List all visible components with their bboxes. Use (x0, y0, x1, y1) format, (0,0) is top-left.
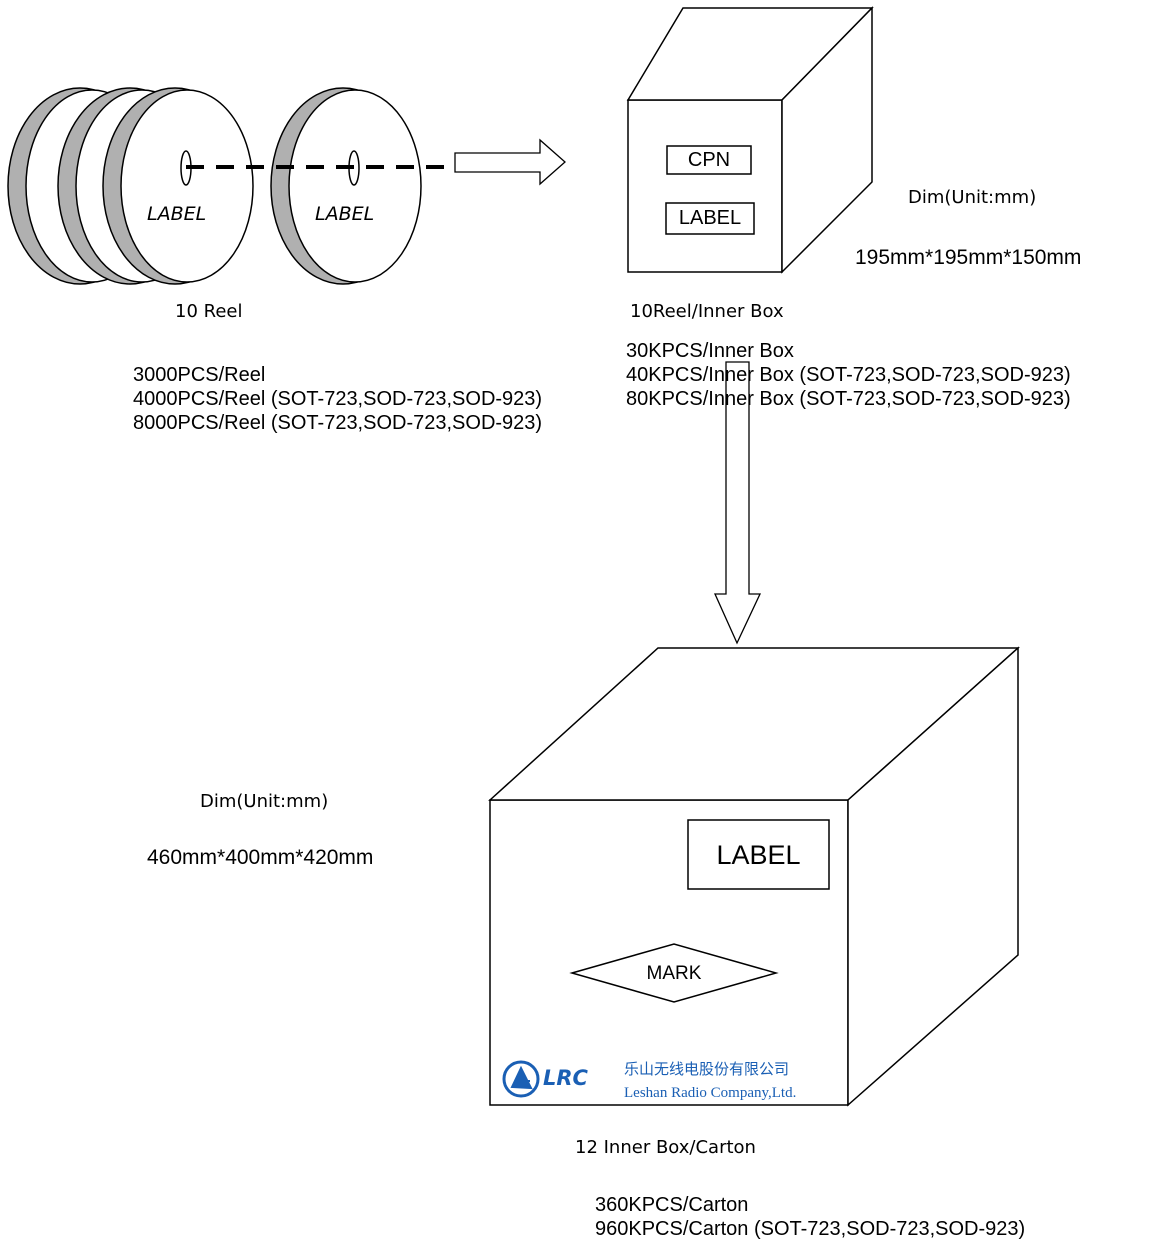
inner-box-count-caption: 10Reel/Inner Box (630, 301, 784, 322)
carton-side-face (847, 646, 1019, 1107)
lrc-logo-icon (502, 1060, 540, 1098)
carton-label-text: LABEL (716, 840, 801, 870)
inner-box-dim-caption: Dim(Unit:mm) (908, 187, 1037, 208)
carton-dimensions: 460mm*400mm*420mm (147, 846, 374, 869)
reel-pcs-list: 3000PCS/Reel 4000PCS/Reel (SOT-723,SOD-7… (133, 363, 542, 435)
company-name-en: Leshan Radio Company,Ltd. (624, 1085, 797, 1101)
carton-dim-caption: Dim(Unit:mm) (200, 791, 329, 812)
inner-box-pcs-line: 80KPCS/Inner Box (SOT-723,SOD-723,SOD-92… (626, 388, 1071, 410)
inner-box-label-text: LABEL (678, 207, 742, 229)
inner-box-dimensions: 195mm*195mm*150mm (855, 246, 1082, 269)
mark-diamond (569, 943, 779, 1003)
reel-pcs-line: 8000PCS/Reel (SOT-723,SOD-723,SOD-923) (133, 412, 543, 434)
inner-box-label-tag (665, 202, 755, 235)
down-arrow-icon (713, 361, 762, 645)
carton-count-caption: 12 Inner Box/Carton (575, 1137, 756, 1158)
cpn-tag-text: CPN (687, 149, 731, 171)
carton-pcs-line: 360KPCS/Carton (595, 1194, 749, 1216)
inner-box-pcs-list: 30KPCS/Inner Box 40KPCS/Inner Box (SOT-7… (626, 339, 1071, 411)
company-name-cn: 乐山无线电股份有限公司 (624, 1060, 790, 1078)
lrc-logo-text: LRC (543, 1066, 588, 1090)
carton-label-tag (687, 819, 830, 890)
cpn-tag (666, 145, 752, 175)
reel (102, 87, 254, 285)
carton (488, 646, 1020, 1107)
reel-count-caption: 10 Reel (175, 301, 243, 322)
single-reel-label: LABEL (315, 203, 375, 225)
single-reel (270, 87, 422, 285)
reel-stack-label: LABEL (147, 203, 207, 225)
inner-box (626, 6, 874, 274)
carton-pcs-line: 960KPCS/Carton (SOT-723,SOD-723,SOD-923) (595, 1218, 1026, 1240)
inner-box-side-face (781, 6, 873, 274)
right-arrow-icon (454, 138, 566, 186)
inner-box-front-face (627, 99, 783, 273)
inner-box-pcs-line: 40KPCS/Inner Box (SOT-723,SOD-723,SOD-92… (626, 364, 1071, 386)
reel-stack (7, 87, 254, 285)
reel-pcs-line: 3000PCS/Reel (133, 364, 266, 386)
mark-text: MARK (646, 963, 702, 984)
inner-box-pcs-line: 30KPCS/Inner Box (626, 340, 794, 362)
carton-pcs-list: 360KPCS/Carton 960KPCS/Carton (SOT-723,S… (595, 1193, 1025, 1241)
reel-pcs-line: 4000PCS/Reel (SOT-723,SOD-723,SOD-923) (133, 388, 543, 410)
